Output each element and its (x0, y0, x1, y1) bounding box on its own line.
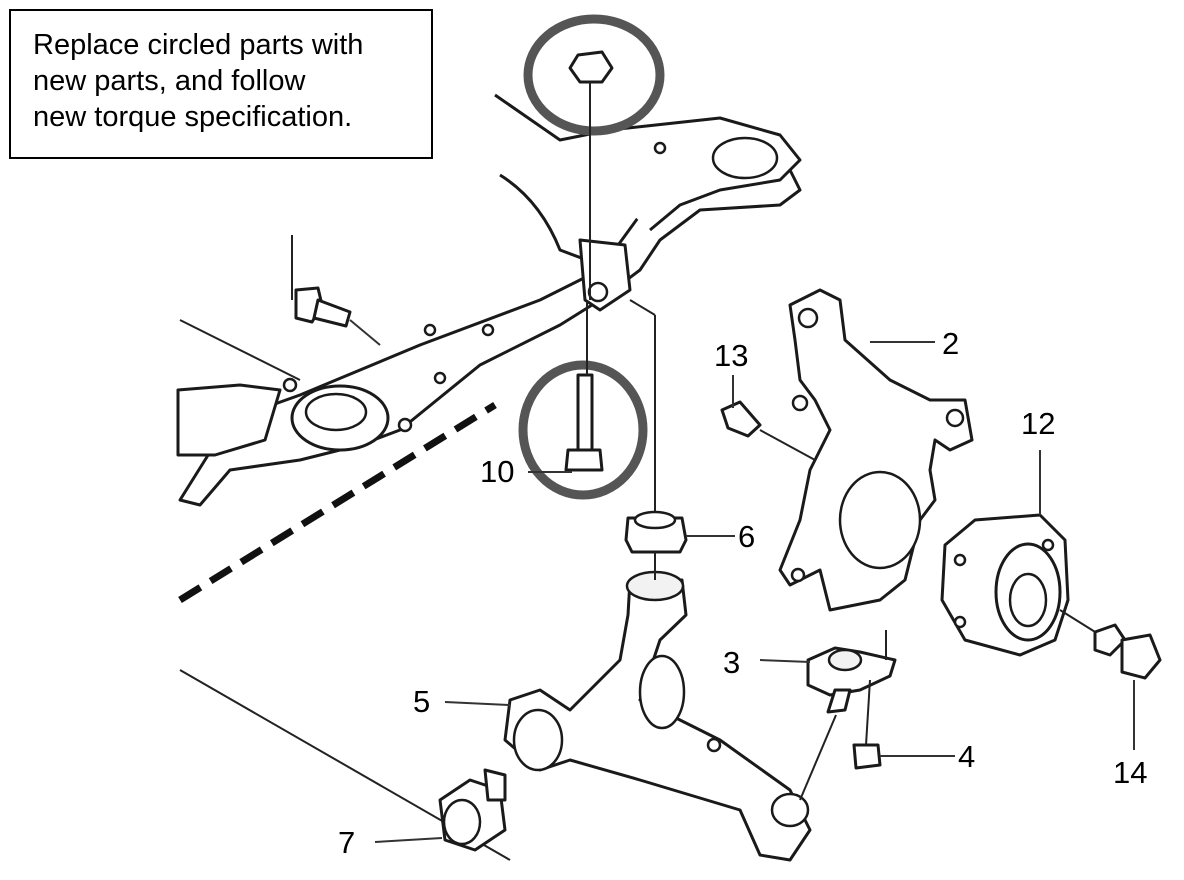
centerline-dashed (178, 402, 497, 603)
callout-14: 14 (1113, 755, 1148, 790)
instruction-note: Replace circled parts with new parts, an… (9, 9, 433, 159)
subframe (176, 93, 802, 507)
hub-bearing (940, 513, 1101, 657)
callout-4: 4 (958, 739, 976, 774)
bolt-13 (720, 400, 816, 461)
note-line-3: new torque specification. (33, 101, 353, 133)
lower-control-arm (503, 552, 812, 862)
leader-7 (374, 837, 443, 843)
callout-5: 5 (413, 684, 431, 719)
ball-joint (799, 630, 897, 801)
callout-2: 2 (942, 326, 960, 361)
body-outline-line (179, 319, 301, 381)
callout-6: 6 (738, 519, 756, 554)
callout-3: 3 (723, 645, 741, 680)
subframe-bushing-circled (523, 14, 665, 300)
leader-3 (759, 659, 811, 663)
callout-13: 13 (714, 338, 749, 373)
steering-knuckle (778, 288, 974, 612)
callout-7: 7 (338, 825, 356, 860)
bushing-6 (624, 299, 688, 554)
leader-5 (444, 701, 511, 706)
bolt-10-circled (518, 300, 648, 500)
bolt-4 (852, 679, 882, 770)
note-line-1: Replace circled parts with (33, 29, 364, 61)
callout-10: 10 (480, 454, 515, 489)
note-line-2: new parts, and follow (33, 65, 306, 97)
callout-12: 12 (1021, 406, 1056, 441)
subframe-bolt (291, 235, 381, 346)
bushing-7 (438, 768, 507, 852)
axle-nut (1093, 623, 1162, 680)
